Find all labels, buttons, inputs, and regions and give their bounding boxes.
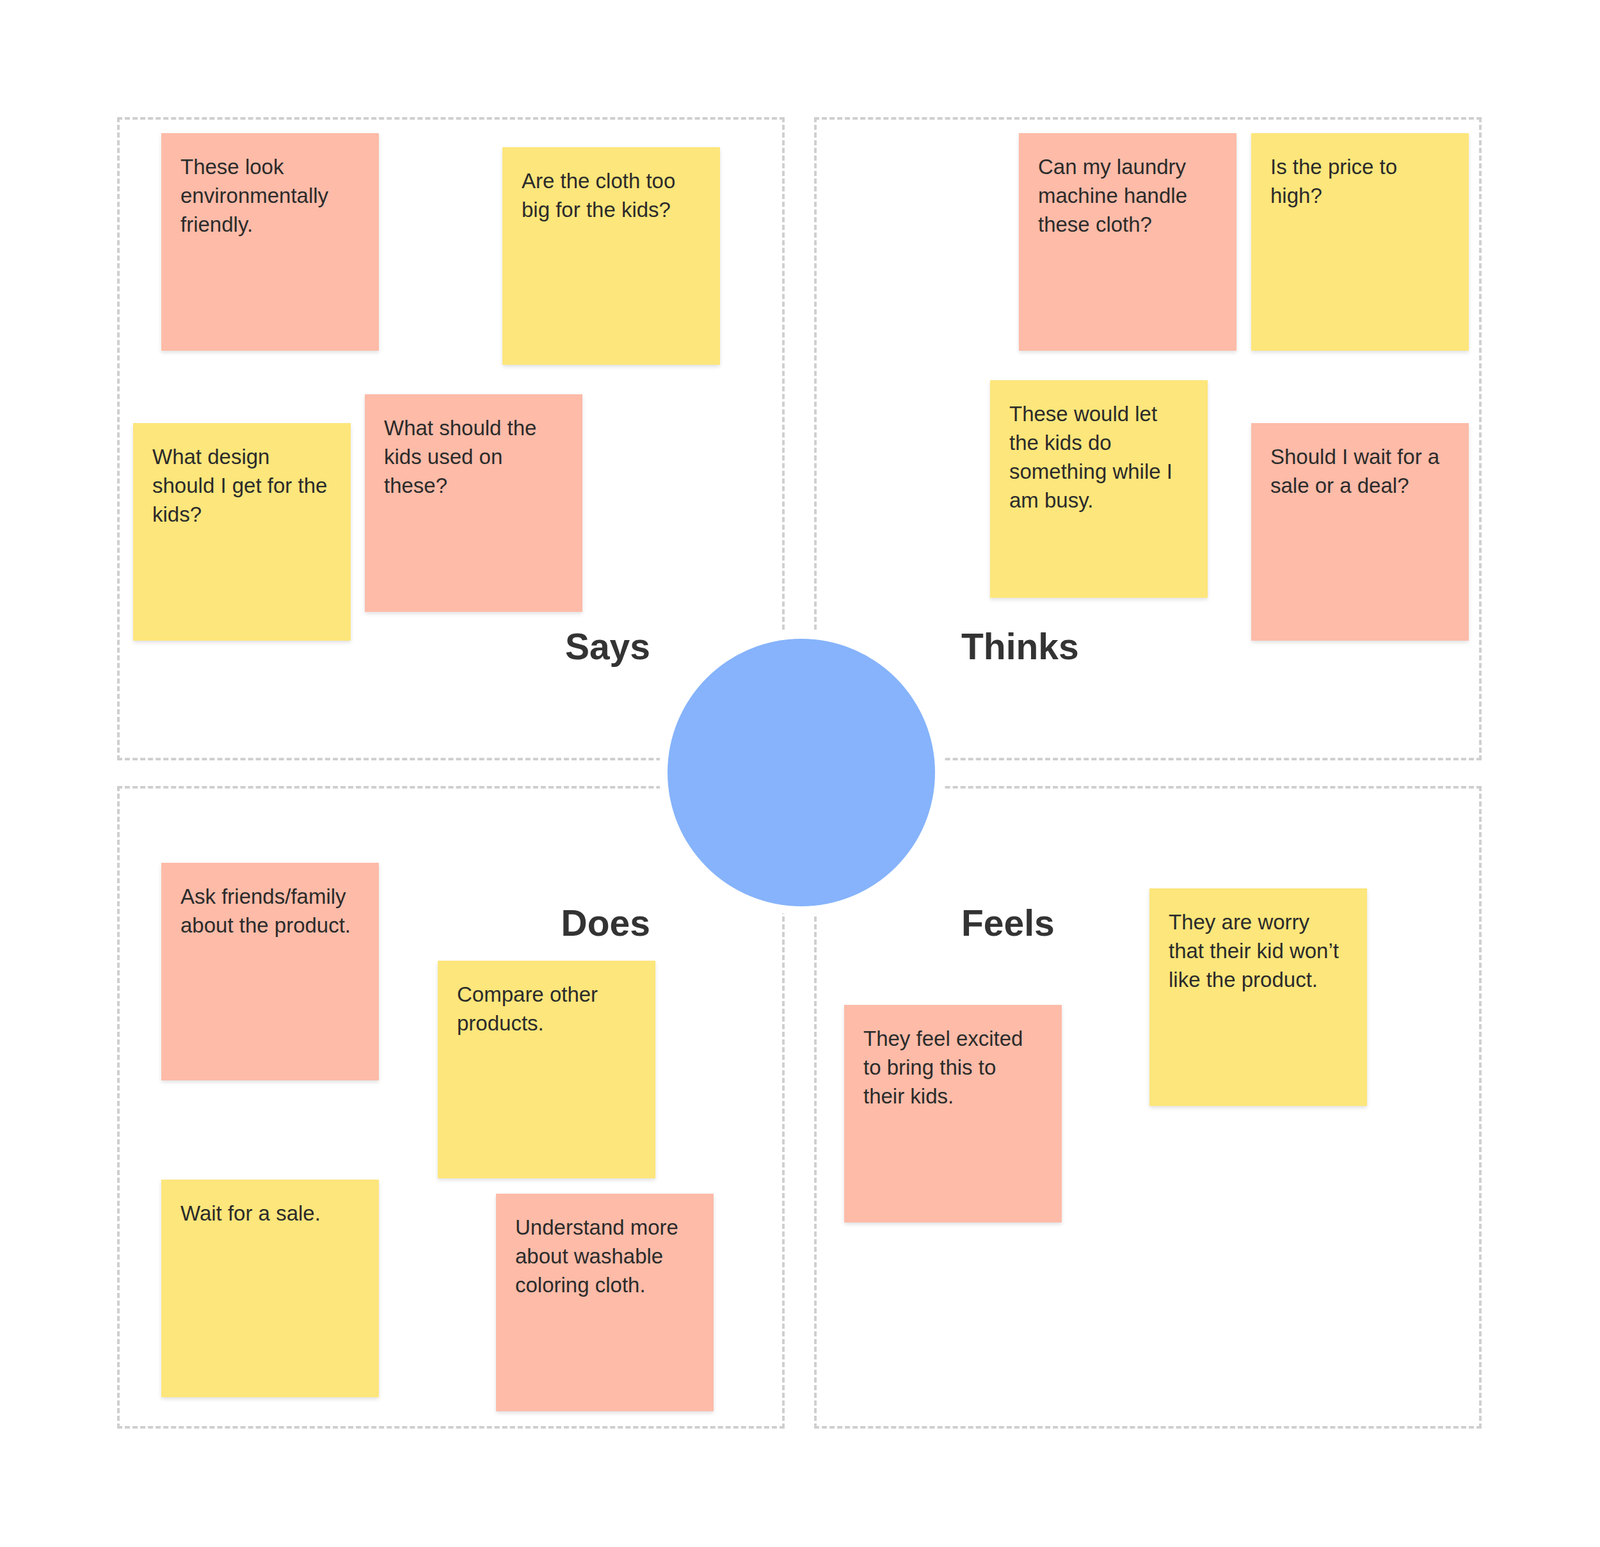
note-text: They feel excited to bring this to their…	[863, 1024, 1043, 1111]
quadrant-region: Thinks Can my laundry machine handle thes…	[814, 117, 1482, 761]
sticky-note: They are worry that their kid won’t like…	[1149, 888, 1368, 1106]
note-text: Is the price to high?	[1270, 152, 1450, 210]
quadrant-heading: Thinks	[961, 626, 1080, 667]
sticky-note: Wait for a sale.	[161, 1179, 379, 1398]
quadrant-heading: Feels	[961, 903, 1055, 944]
quadrant-region: Does Ask friends/family about the product…	[117, 785, 785, 1429]
sticky-note: Can my laundry machine handle these clot…	[1018, 133, 1237, 351]
sticky-note: These look environmentally friendly.	[161, 133, 379, 351]
circle-gap	[659, 630, 944, 915]
note-text: Can my laundry machine handle these clot…	[1038, 152, 1218, 239]
sticky-note: Are the cloth too big for the kids?	[502, 147, 720, 365]
sticky-note: They feel excited to bring this to their…	[844, 1004, 1062, 1223]
quadrant-region: Says These look environmentally friendly.…	[117, 117, 785, 761]
sticky-note: These would let the kids do something wh…	[990, 380, 1208, 598]
note-text: Ask friends/family about the product.	[180, 881, 360, 940]
note-text: What design should I get for the kids?	[152, 442, 332, 529]
note-text: Should I wait for a sale or a deal?	[1270, 442, 1450, 500]
sticky-note: Compare other products.	[437, 960, 656, 1179]
persona-circle	[667, 638, 936, 907]
persona-figure	[698, 654, 911, 920]
sticky-note: What should the kids used on these?	[364, 394, 583, 612]
sticky-note: Is the price to high?	[1251, 133, 1469, 351]
note-text: What should the kids used on these?	[384, 413, 564, 500]
note-text: These would let the kids do something wh…	[1009, 399, 1189, 515]
sticky-note: Understand more about washable coloring …	[496, 1193, 714, 1412]
note-text: Compare other products.	[456, 979, 637, 1038]
note-text: Understand more about washable coloring …	[515, 1212, 695, 1300]
quadrant-heading: Says	[565, 626, 651, 667]
sticky-note: Ask friends/family about the product.	[161, 862, 379, 1081]
quadrant-heading: Does	[561, 903, 651, 944]
sticky-note: What design should I get for the kids?	[133, 423, 351, 641]
note-text: Are the cloth too big for the kids?	[521, 166, 701, 224]
quadrant-region: Feels They are worry that their kid won’t…	[814, 785, 1482, 1429]
sticky-note: Should I wait for a sale or a deal?	[1251, 423, 1469, 641]
note-text: They are worry that their kid won’t like…	[1168, 907, 1348, 994]
note-text: These look environmentally friendly.	[180, 152, 360, 239]
note-text: Wait for a sale.	[180, 1198, 360, 1228]
